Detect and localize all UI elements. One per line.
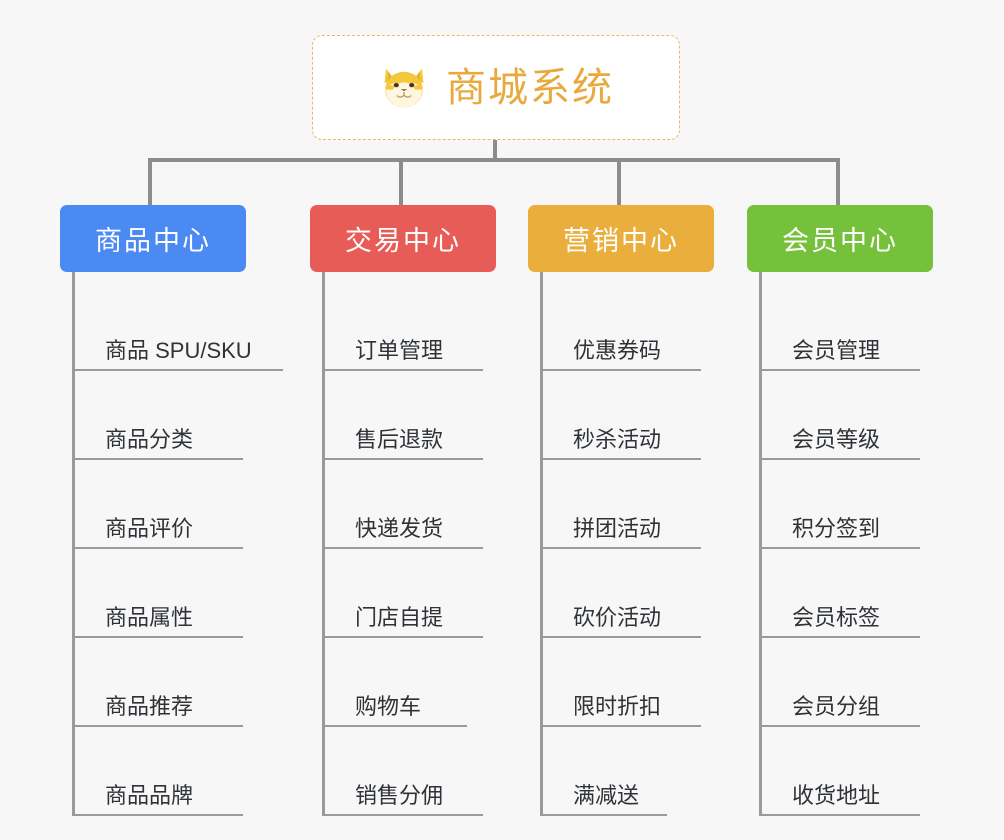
leaf-item[interactable]: 优惠券码 [543,282,701,371]
connector-root-stub [493,140,497,162]
leaf-label: 收货地址 [792,782,881,808]
branch-column-1: 商品中心 商品 SPU/SKU 商品分类 商品评价 商品属性 商品推荐 商品品牌 [60,205,283,816]
leaf-label: 商品品牌 [105,782,194,808]
leaf-item[interactable]: 秒杀活动 [543,371,701,460]
leaf-list-3: 优惠券码 秒杀活动 拼团活动 砍价活动 限时折扣 满减送 [540,272,714,816]
leaf-item[interactable]: 满减送 [543,727,667,816]
connector-horizontal-bar [148,158,840,162]
leaf-label: 满减送 [573,782,640,808]
branch-header-1[interactable]: 商品中心 [60,205,246,272]
leaf-label: 商品 SPU/SKU [105,337,252,363]
leaf-item[interactable]: 砍价活动 [543,549,701,638]
leaf-label: 快递发货 [355,515,444,541]
leaf-item[interactable]: 商品推荐 [75,638,243,727]
leaf-label: 优惠券码 [573,337,662,363]
branch-header-label-1: 商品中心 [95,226,211,256]
leaf-label: 商品评价 [105,515,194,541]
leaf-item[interactable]: 会员等级 [762,371,920,460]
root-title: 商城系统 [446,65,614,110]
leaf-item[interactable]: 销售分佣 [325,727,483,816]
leaf-label: 商品推荐 [105,693,194,719]
leaf-label: 商品分类 [105,426,194,452]
leaf-item[interactable]: 收货地址 [762,727,920,816]
leaf-item[interactable]: 订单管理 [325,282,483,371]
leaf-item[interactable]: 购物车 [325,638,467,727]
branch-header-label-2: 交易中心 [345,226,461,256]
leaf-label: 销售分佣 [355,782,444,808]
leaf-item[interactable]: 商品分类 [75,371,243,460]
connector-drop-2 [399,158,403,206]
branch-column-3: 营销中心 优惠券码 秒杀活动 拼团活动 砍价活动 限时折扣 满减送 [528,205,714,816]
branch-header-3[interactable]: 营销中心 [528,205,714,272]
connector-drop-3 [617,158,621,206]
shiba-dog-face-icon [384,68,424,107]
connector-drop-4 [836,158,840,206]
leaf-label: 会员标签 [792,604,881,630]
branch-column-4: 会员中心 会员管理 会员等级 积分签到 会员标签 会员分组 收货地址 [747,205,933,816]
leaf-item[interactable]: 商品属性 [75,549,243,638]
leaf-item[interactable]: 快递发货 [325,460,483,549]
leaf-list-2: 订单管理 售后退款 快递发货 门店自提 购物车 销售分佣 [322,272,496,816]
root-node[interactable]: 商城系统 [312,35,680,140]
leaf-item[interactable]: 会员分组 [762,638,920,727]
leaf-label: 门店自提 [355,604,444,630]
leaf-label: 会员管理 [792,337,881,363]
leaf-item[interactable]: 售后退款 [325,371,483,460]
leaf-item[interactable]: 商品 SPU/SKU [75,282,283,371]
leaf-label: 限时折扣 [573,693,662,719]
leaf-item[interactable]: 门店自提 [325,549,483,638]
connector-drop-1 [148,158,152,206]
leaf-label: 商品属性 [105,604,194,630]
leaf-item[interactable]: 积分签到 [762,460,920,549]
leaf-item[interactable]: 限时折扣 [543,638,701,727]
leaf-label: 会员等级 [792,426,881,452]
leaf-label: 订单管理 [355,337,444,363]
leaf-item[interactable]: 商品品牌 [75,727,243,816]
leaf-item[interactable]: 会员管理 [762,282,920,371]
leaf-list-1: 商品 SPU/SKU 商品分类 商品评价 商品属性 商品推荐 商品品牌 [72,272,283,816]
branch-header-2[interactable]: 交易中心 [310,205,496,272]
leaf-item[interactable]: 商品评价 [75,460,243,549]
leaf-label: 会员分组 [792,693,881,719]
leaf-label: 积分签到 [792,515,881,541]
leaf-item[interactable]: 拼团活动 [543,460,701,549]
leaf-list-4: 会员管理 会员等级 积分签到 会员标签 会员分组 收货地址 [759,272,933,816]
branch-column-2: 交易中心 订单管理 售后退款 快递发货 门店自提 购物车 销售分佣 [310,205,496,816]
branch-header-label-3: 营销中心 [563,226,679,256]
branch-header-4[interactable]: 会员中心 [747,205,933,272]
leaf-label: 秒杀活动 [573,426,662,452]
leaf-label: 购物车 [355,693,422,719]
leaf-label: 拼团活动 [573,515,662,541]
leaf-label: 售后退款 [355,426,444,452]
leaf-label: 砍价活动 [573,604,662,630]
leaf-item[interactable]: 会员标签 [762,549,920,638]
branch-header-label-4: 会员中心 [782,226,898,256]
